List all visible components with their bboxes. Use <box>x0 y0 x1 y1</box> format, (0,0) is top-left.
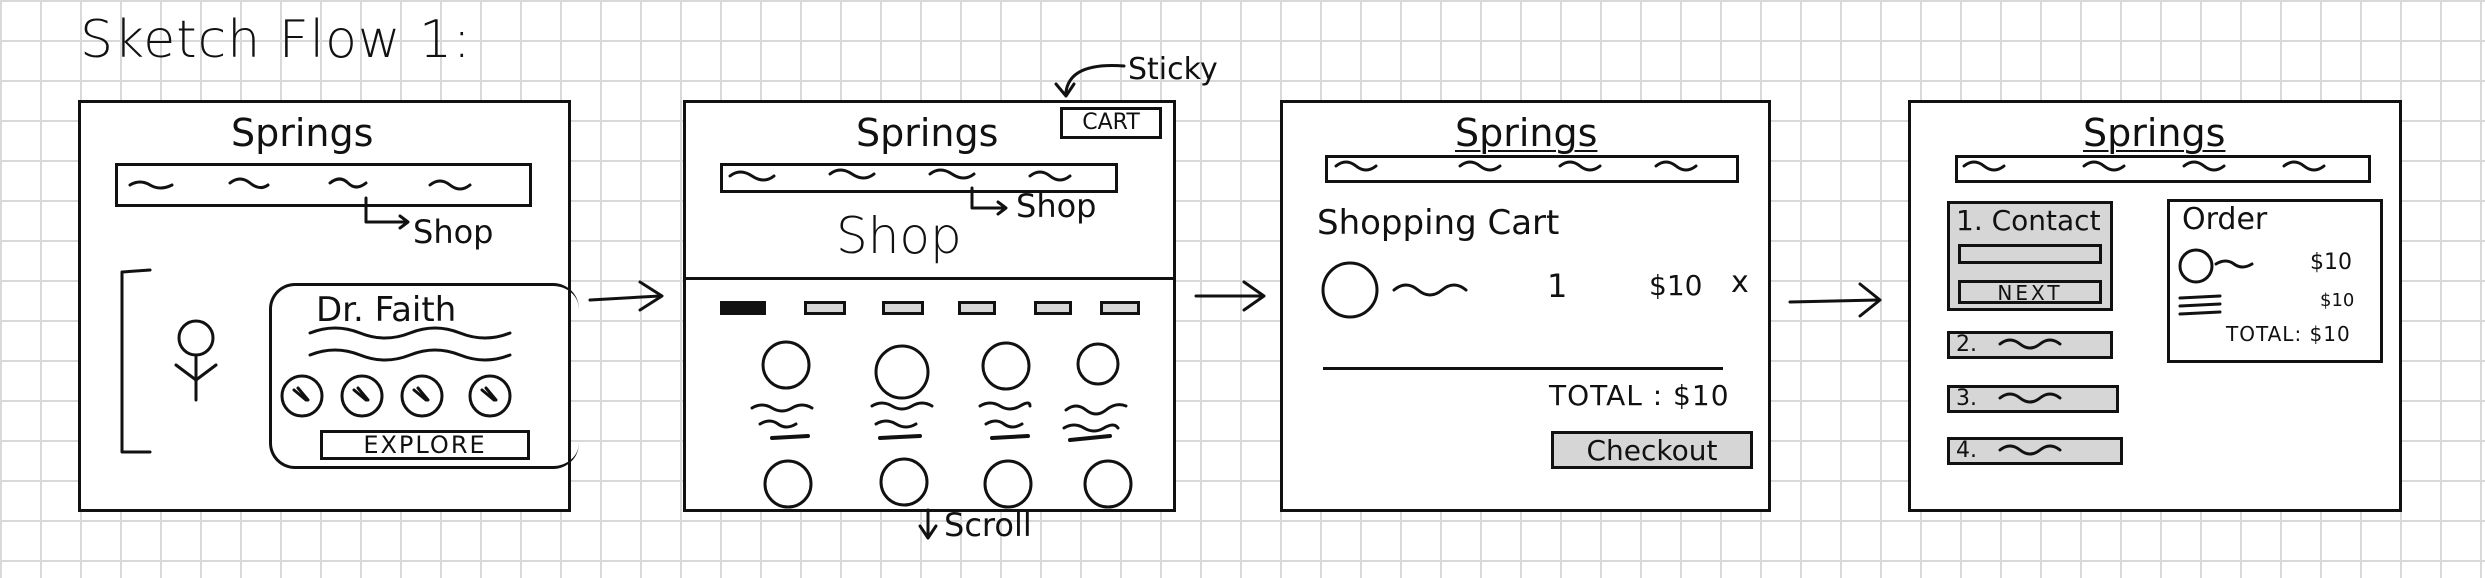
contact-step-label: 1. Contact <box>1956 204 2101 237</box>
order-heading: Order <box>2182 202 2268 237</box>
next-button[interactable]: NEXT <box>1958 280 2102 305</box>
sticky-arrow <box>1064 64 1126 94</box>
cart-item-price: $10 <box>1649 269 1703 302</box>
step-4-label: 4. <box>1956 438 1977 463</box>
brand-logo: Springs <box>856 111 999 155</box>
checkout-button[interactable]: Checkout <box>1551 431 1753 469</box>
order-summary: Order $10 $10 TOTAL: $10 <box>2167 199 2383 363</box>
cart-heading: Shopping Cart <box>1317 203 1560 243</box>
brand-logo: Springs <box>231 111 374 155</box>
step-2[interactable]: 2. <box>1947 331 2113 359</box>
frame-home: Springs Shop Dr. Faith EXPLORE <box>78 100 579 512</box>
filter-pill[interactable] <box>958 301 996 315</box>
contact-step-panel: 1. Contact NEXT <box>1947 201 2113 311</box>
sticky-annotation: Sticky <box>1128 52 1218 87</box>
cart-item-qty: 1 <box>1547 267 1568 305</box>
nav-note-shop: Shop <box>413 213 494 251</box>
nav-bar[interactable] <box>115 163 532 207</box>
order-total: TOTAL: $10 <box>2226 322 2351 346</box>
filter-pill[interactable] <box>1100 301 1140 315</box>
featured-card: Dr. Faith EXPLORE <box>269 283 579 469</box>
brand-logo: Springs <box>2083 111 2226 155</box>
step-2-label: 2. <box>1956 332 1977 357</box>
cart-button-label: CART <box>1082 110 1140 135</box>
nav-bar[interactable] <box>1955 155 2371 183</box>
page-title: Sketch Flow 1: <box>80 10 472 70</box>
order-item-price: $10 <box>2310 250 2352 275</box>
explore-button[interactable]: EXPLORE <box>320 430 530 460</box>
flow-arrow <box>588 294 662 302</box>
frame-shop: Springs CART Shop Shop <box>683 100 1176 512</box>
shop-heading: Shop <box>836 207 962 265</box>
explore-button-label: EXPLORE <box>363 431 487 459</box>
remove-item-button[interactable]: x <box>1731 265 1749 300</box>
filter-pill[interactable] <box>882 301 924 315</box>
step-4[interactable]: 4. <box>1947 437 2123 465</box>
step-3-label: 3. <box>1956 386 1977 411</box>
frame-checkout: Springs 1. Contact NEXT 2. 3. 4. Order $… <box>1908 100 2402 512</box>
section-divider <box>686 277 1173 280</box>
brand-logo: Springs <box>1455 111 1598 155</box>
scroll-note: Scroll <box>944 506 1032 544</box>
contact-input[interactable] <box>1958 244 2102 264</box>
next-button-label: NEXT <box>1997 281 2063 305</box>
step-3[interactable]: 3. <box>1947 385 2119 413</box>
filter-pill[interactable] <box>804 301 846 315</box>
flow-arrow <box>1788 298 1880 304</box>
filter-pill[interactable] <box>720 301 766 315</box>
card-title: Dr. Faith <box>316 290 457 330</box>
frame-cart: Springs Shopping Cart 1 $10 x TOTAL : $1… <box>1280 100 1771 512</box>
checkout-button-label: Checkout <box>1586 434 1718 467</box>
nav-bar[interactable] <box>1325 155 1739 183</box>
cart-total: TOTAL : $10 <box>1549 379 1730 412</box>
order-item2-price: $10 <box>2320 290 2355 311</box>
filter-pill[interactable] <box>1034 301 1072 315</box>
cart-button[interactable]: CART <box>1060 107 1162 139</box>
nav-note-shop: Shop <box>1016 187 1097 225</box>
cart-divider <box>1323 367 1723 370</box>
